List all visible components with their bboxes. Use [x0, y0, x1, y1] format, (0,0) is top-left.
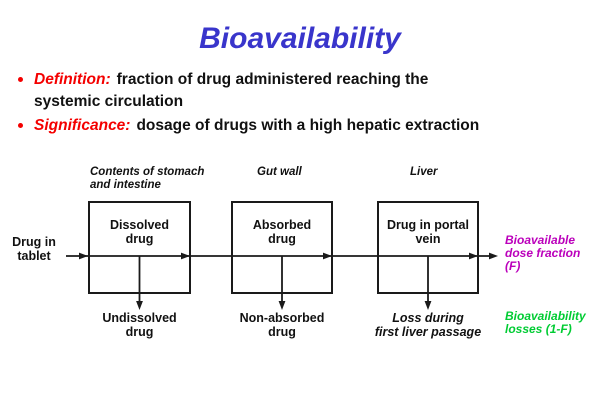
- column-header-liver: Liver: [410, 166, 438, 178]
- undissolved-drug-label: Undissolved drug: [102, 311, 177, 339]
- slide-title: Bioavailability: [199, 22, 401, 55]
- non-absorbed-drug-label: Non-absorbed drug: [239, 311, 325, 339]
- bullet-dot-icon: [18, 123, 23, 128]
- box-absorbed-drug: Absorbed drug: [231, 201, 333, 294]
- bullet-definition-text: Definition:fraction of drug administered…: [34, 69, 428, 112]
- box-dissolved-drug: Dissolved drug: [88, 201, 191, 294]
- bullet-dot-icon: [18, 77, 23, 82]
- arrowhead-bioavailable: [489, 252, 498, 260]
- first-pass-loss-label: Loss during first liver passage: [374, 311, 482, 339]
- bullet-list: Definition:fraction of drug administered…: [18, 69, 584, 140]
- column-header-gut-wall: Gut wall: [257, 166, 302, 178]
- column-header-stomach-intestine: Contents of stomach and intestine: [90, 166, 205, 191]
- definition-label: Definition:: [34, 71, 111, 88]
- bullet-significance: Significance: dosage of drugs with a high…: [18, 115, 584, 137]
- significance-label: Significance:: [34, 117, 131, 134]
- drug-in-tablet-label: Drug in tablet: [12, 235, 56, 263]
- definition-body: fraction of drug administered reaching t…: [34, 71, 429, 110]
- bioavailability-losses-label: Bioavailability losses (1-F): [505, 309, 586, 336]
- arrowhead-liver-loss: [424, 301, 432, 310]
- flow-diagram: Contents of stomach and intestine Gut wa…: [0, 155, 600, 415]
- bioavailable-dose-fraction-label: Bioavailable dose fraction (F): [505, 233, 581, 273]
- arrowhead-into-box1: [79, 252, 88, 260]
- significance-body: dosage of drugs with a high hepatic extr…: [136, 117, 480, 134]
- bullet-definition: Definition:fraction of drug administered…: [18, 69, 584, 112]
- arrowhead-non-absorbed: [278, 301, 286, 310]
- box-drug-in-portal-vein: Drug in portal vein: [377, 201, 479, 294]
- bullet-significance-text: Significance: dosage of drugs with a high…: [34, 115, 479, 137]
- arrowhead-undissolved: [136, 301, 143, 310]
